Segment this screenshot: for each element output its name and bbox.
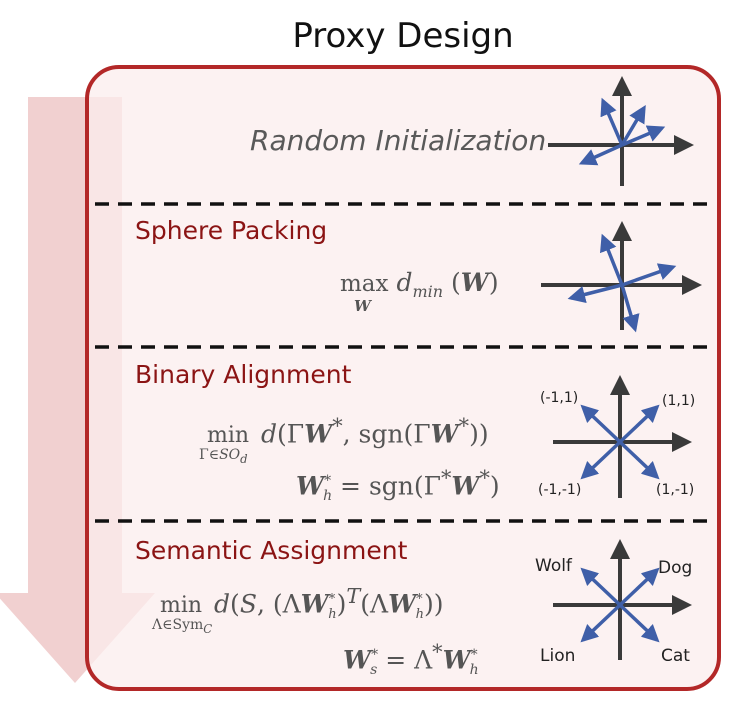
vectors-semantic bbox=[580, 567, 660, 643]
vectors-binary bbox=[580, 404, 660, 480]
vectors-random bbox=[578, 97, 666, 166]
label-neg1-neg1: (-1,-1) bbox=[538, 482, 582, 498]
random-initialization-label: Random Initialization bbox=[250, 124, 547, 157]
label-wolf: Wolf bbox=[535, 556, 572, 576]
vectors-sphere bbox=[567, 233, 677, 333]
label-cat: Cat bbox=[661, 646, 690, 666]
diagram-title: Proxy Design bbox=[292, 16, 514, 56]
semantic-assignment-title: Semantic Assignment bbox=[135, 536, 408, 565]
label-lion: Lion bbox=[540, 646, 576, 666]
panel-border bbox=[85, 65, 721, 691]
label-dog: Dog bbox=[658, 558, 693, 578]
binary-alignment-title: Binary Alignment bbox=[135, 360, 352, 389]
semantic-assignment-formula-2: W*s = Λ*W*h bbox=[343, 640, 479, 679]
label-neg1-pos1: (-1,1) bbox=[540, 390, 579, 406]
label-pos1-pos1: (1,1) bbox=[662, 393, 696, 409]
sphere-packing-title: Sphere Packing bbox=[135, 216, 328, 245]
label-pos1-neg1: (1,-1) bbox=[656, 482, 695, 498]
binary-alignment-formula-2: W*h = sgn(Γ*W*) bbox=[296, 466, 500, 505]
